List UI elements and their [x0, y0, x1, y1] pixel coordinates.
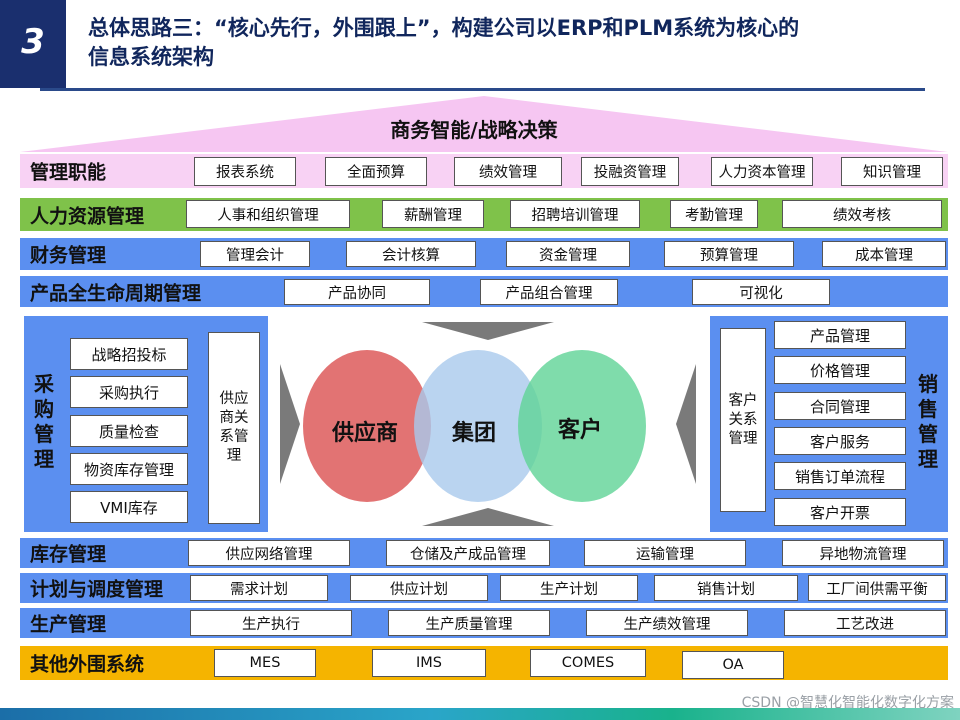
venn-group-label: 集团 [452, 421, 497, 446]
band-label: 人力资源管理 [30, 205, 145, 227]
cell-supplier-relationship: 供应商关系管理 [208, 332, 260, 524]
band-peripheral-systems: 其他外围系统 MES IMS COMES OA [20, 646, 948, 680]
cell-production-quality: 生产质量管理 [388, 610, 550, 636]
sales-label: 销售管理 [918, 372, 938, 471]
venn-supplier-label: 供应商 [332, 421, 399, 446]
cell-remote-logistics: 异地物流管理 [782, 540, 944, 566]
title-line-2: 信息系统架构 [88, 45, 214, 69]
band-label: 财务管理 [30, 244, 107, 267]
cell-customer-service: 客户服务 [774, 427, 906, 455]
cell-customer-relationship: 客户关系管理 [720, 328, 766, 512]
cell-demand-plan: 需求计划 [190, 575, 328, 601]
apex-triangle [20, 96, 948, 152]
cell-cost-mgmt: 成本管理 [822, 241, 946, 267]
cell-supply-network: 供应网络管理 [188, 540, 350, 566]
cell-visualization: 可视化 [692, 279, 830, 305]
cell-process-improvement: 工艺改进 [784, 610, 946, 636]
panel-sales: 客户关系管理 产品管理 价格管理 合同管理 客户服务 销售订单流程 客户开票 销… [710, 316, 948, 532]
cell-material-inventory: 物资库存管理 [70, 453, 188, 485]
cell-budget-mgmt: 预算管理 [664, 241, 794, 267]
crm-text: 客户关系管理 [728, 392, 758, 447]
venn-diagram [280, 322, 696, 526]
cell-product-portfolio: 产品组合管理 [480, 279, 618, 305]
cell-price-mgmt: 价格管理 [774, 356, 906, 384]
cell-performance-review: 绩效考核 [782, 200, 942, 228]
panel-procurement: 采购管理 战略招投标 采购执行 质量检查 物资库存管理 VMI库存 供应商关系管… [24, 316, 268, 532]
band-planning: 计划与调度管理 需求计划 供应计划 生产计划 销售计划 工厂间供需平衡 [20, 573, 948, 603]
venn-customer-label: 客户 [558, 418, 603, 443]
cell-report-system: 报表系统 [194, 157, 296, 186]
cell-investment-mgmt: 投融资管理 [581, 157, 679, 186]
band-plm: 产品全生命周期管理 产品协同 产品组合管理 可视化 [20, 276, 948, 307]
cell-oa: OA [682, 651, 784, 679]
group-circle [414, 350, 542, 502]
cell-accounting: 会计核算 [346, 241, 476, 267]
procurement-label: 采购管理 [34, 372, 54, 471]
right-arrow [676, 364, 696, 484]
band-label: 管理职能 [30, 161, 107, 184]
cell-personnel-org: 人事和组织管理 [186, 200, 350, 228]
cell-sales-plan: 销售计划 [654, 575, 798, 601]
band-label: 其他外围系统 [30, 653, 145, 676]
cell-recruit-training: 招聘培训管理 [510, 200, 640, 228]
section-number: 3 [21, 22, 45, 62]
cell-product-mgmt: 产品管理 [774, 321, 906, 349]
band-production: 生产管理 生产执行 生产质量管理 生产绩效管理 工艺改进 [20, 608, 948, 638]
band-label: 计划与调度管理 [30, 578, 164, 601]
title-line-1: 总体思路三：“核心先行，外围跟上”，构建公司以ERP和PLM系统为核心的 [88, 16, 800, 40]
cell-mgmt-accounting: 管理会计 [200, 241, 310, 267]
cell-contract-mgmt: 合同管理 [774, 392, 906, 420]
cell-sales-order: 销售订单流程 [774, 462, 906, 490]
cell-customer-invoicing: 客户开票 [774, 498, 906, 526]
bottom-color-strip [0, 708, 960, 720]
cell-vmi-inventory: VMI库存 [70, 491, 188, 523]
band-finance: 财务管理 管理会计 会计核算 资金管理 预算管理 成本管理 [20, 238, 948, 270]
cell-performance-mgmt: 绩效管理 [454, 157, 562, 186]
supplier-circle [303, 350, 431, 502]
strategy-apex-banner [20, 96, 948, 152]
cell-warehouse: 仓储及产成品管理 [386, 540, 550, 566]
band-management-functions: 管理职能 报表系统 全面预算 绩效管理 投融资管理 人力资本管理 知识管理 [20, 154, 948, 188]
srm-text: 供应商关系管理 [219, 391, 249, 464]
band-label: 库存管理 [30, 543, 107, 566]
customer-circle [518, 350, 646, 502]
bottom-arrow [422, 508, 554, 526]
section-number-box: 3 [0, 0, 66, 88]
band-label: 生产管理 [30, 613, 107, 636]
cell-human-capital: 人力资本管理 [711, 157, 813, 186]
cell-quality-inspection: 质量检查 [70, 415, 188, 447]
band-inventory: 库存管理 供应网络管理 仓储及产成品管理 运输管理 异地物流管理 [20, 538, 948, 568]
cell-plant-balance: 工厂间供需平衡 [808, 575, 946, 601]
cell-production-execution: 生产执行 [190, 610, 352, 636]
cell-comes: COMES [530, 649, 646, 677]
watermark-text: CSDN @智慧化智能化数字化方案 [741, 695, 954, 711]
left-arrow [280, 364, 300, 484]
cell-transport: 运输管理 [584, 540, 746, 566]
cell-ims: IMS [372, 649, 486, 677]
cell-budget: 全面预算 [325, 157, 427, 186]
cell-mes: MES [214, 649, 316, 677]
cell-salary: 薪酬管理 [382, 200, 484, 228]
cell-fund-mgmt: 资金管理 [506, 241, 630, 267]
top-arrow [422, 322, 554, 340]
cell-attendance: 考勤管理 [670, 200, 758, 228]
title-underline [40, 88, 925, 91]
cell-knowledge-mgmt: 知识管理 [841, 157, 943, 186]
cell-supply-plan: 供应计划 [350, 575, 488, 601]
cell-strategic-bidding: 战略招投标 [70, 338, 188, 370]
page-title: 总体思路三：“核心先行，外围跟上”，构建公司以ERP和PLM系统为核心的 信息系… [88, 14, 938, 72]
cell-production-plan: 生产计划 [500, 575, 638, 601]
cell-product-collab: 产品协同 [284, 279, 430, 305]
band-label: 产品全生命周期管理 [30, 282, 202, 304]
band-hr-management: 人力资源管理 人事和组织管理 薪酬管理 招聘培训管理 考勤管理 绩效考核 [20, 198, 948, 231]
apex-label: 商务智能/战略决策 [390, 118, 558, 142]
cell-purchase-execution: 采购执行 [70, 376, 188, 408]
cell-production-performance: 生产绩效管理 [586, 610, 748, 636]
